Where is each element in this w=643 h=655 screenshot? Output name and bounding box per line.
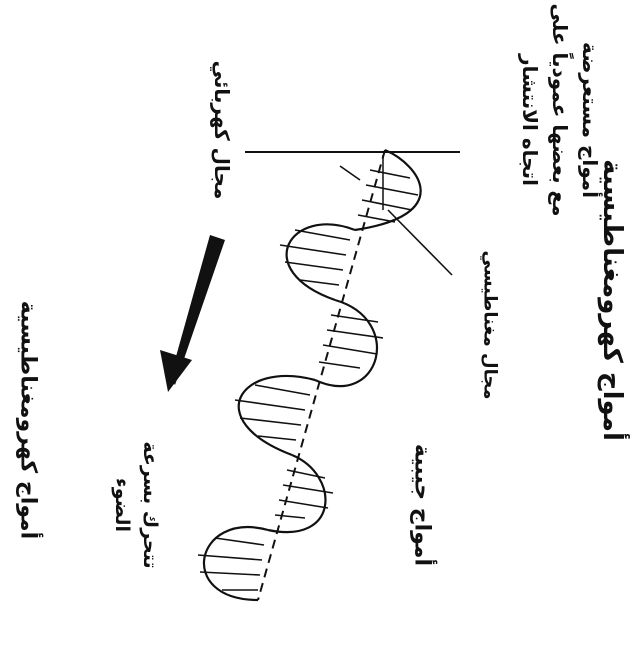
label-transverse-2: مع بعضها عمودياً على bbox=[548, 3, 572, 217]
propagation-axis bbox=[257, 149, 386, 601]
label-light-speed-1: تتحرك بسرعة bbox=[139, 441, 161, 569]
lobe-1 bbox=[354, 148, 422, 232]
label-transverse-3: اتجاه الانتشار bbox=[518, 54, 542, 186]
propagation-arrow-shaft bbox=[170, 235, 225, 385]
wave-lobes bbox=[202, 148, 422, 602]
propagation-arrow-head bbox=[160, 350, 192, 392]
lobe-5 bbox=[267, 453, 327, 534]
label-electric-field: مجال كهربائي bbox=[210, 60, 234, 200]
label-transverse-1: أمواج مستعرضة bbox=[578, 41, 602, 199]
label-electromagnetic-waves: أمواج كهرومغناطيسية bbox=[15, 300, 41, 540]
label-light-speed-2: الضوء bbox=[111, 478, 133, 532]
label-magnetic-field: مجال مغناطيسي bbox=[479, 250, 501, 400]
field-arrow-small bbox=[339, 165, 361, 181]
lobe-3 bbox=[314, 298, 379, 388]
label-sine-waves: أمواج جيبية bbox=[409, 443, 435, 567]
magnetic-field-pointer bbox=[387, 209, 453, 276]
label-electric-waves: أمواج كهرومغناطيسية bbox=[597, 159, 627, 441]
lobe-6 bbox=[202, 526, 269, 602]
field-hatching bbox=[197, 169, 419, 591]
lobe-2 bbox=[285, 223, 356, 302]
lobe-4 bbox=[237, 374, 316, 457]
